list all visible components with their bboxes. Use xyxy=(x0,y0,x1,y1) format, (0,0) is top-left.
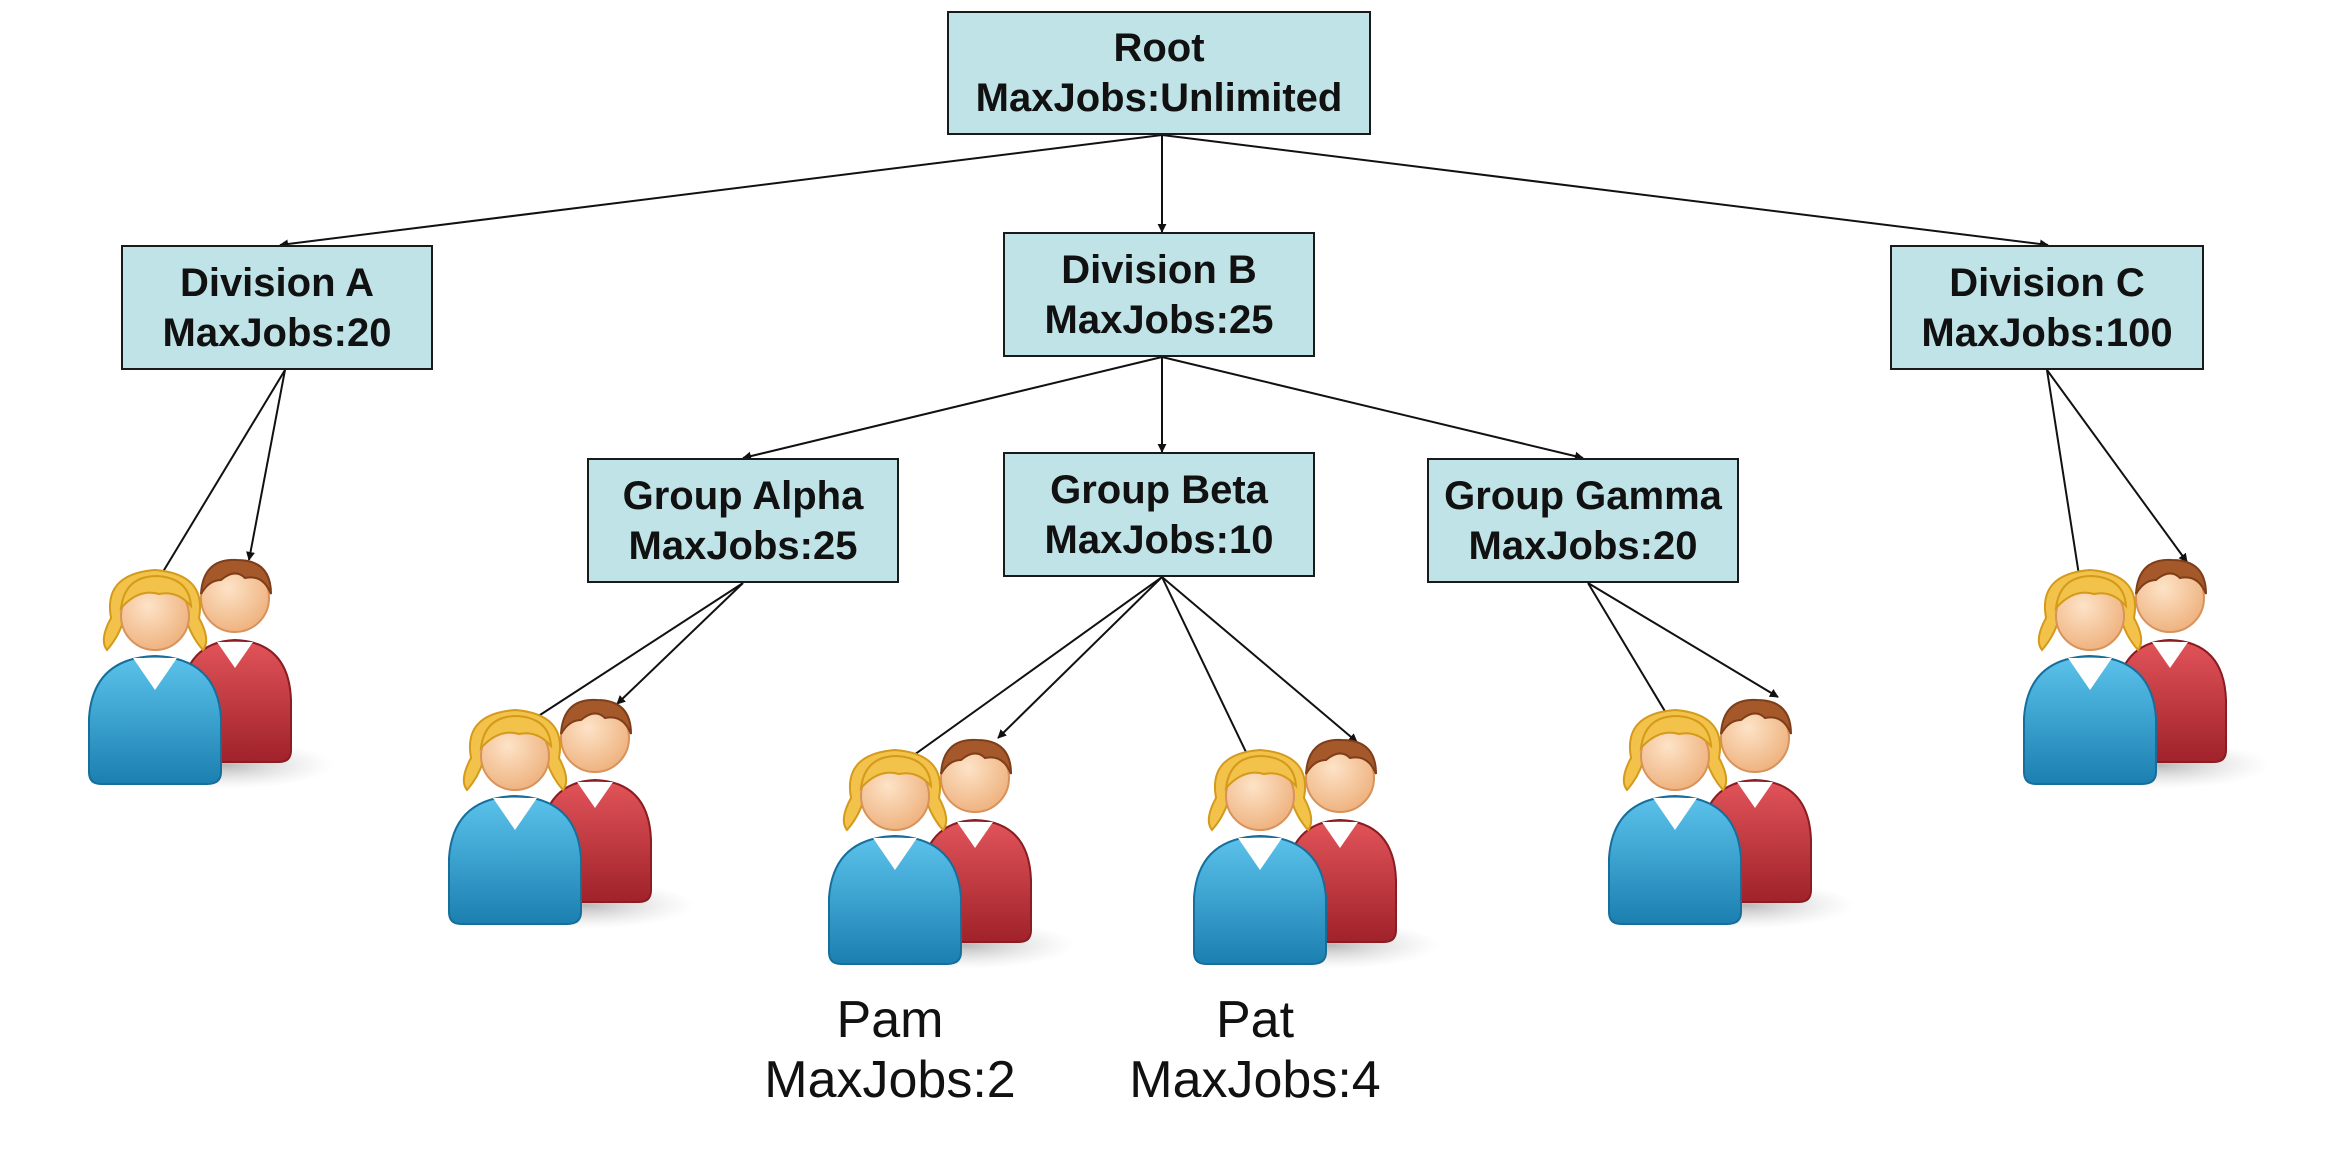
edge-beta-pam-m xyxy=(997,576,1163,739)
node-group-beta: Group Beta MaxJobs:10 xyxy=(1003,452,1315,577)
user-pair-icon xyxy=(448,698,696,930)
node-group-alpha: Group Alpha MaxJobs:25 xyxy=(587,458,899,583)
edge-div-c-user-m xyxy=(2046,369,2188,563)
edge-alpha-user-m xyxy=(616,582,744,705)
user-pair-icon xyxy=(828,738,1076,970)
node-division-c-name: Division C xyxy=(1949,260,2145,305)
edge-gamma-user-m xyxy=(1587,582,1779,698)
node-group-gamma: Group Gamma MaxJobs:20 xyxy=(1427,458,1739,583)
node-group-beta-limit: MaxJobs:10 xyxy=(1044,517,1274,562)
node-group-alpha-name: Group Alpha xyxy=(622,473,864,518)
user-pair-icon xyxy=(1193,738,1441,970)
edge-beta-pam-f xyxy=(899,576,1163,766)
node-division-c: Division C MaxJobs:100 xyxy=(1890,245,2204,370)
node-division-a-name: Division A xyxy=(179,260,375,305)
user-pam-limit: MaxJobs:2 xyxy=(764,1051,1016,1109)
edge-root-div-a xyxy=(279,134,1163,249)
edge-beta-pat-f xyxy=(1161,576,1258,776)
node-division-b: Division B MaxJobs:25 xyxy=(1003,232,1315,357)
node-root-limit: MaxJobs:Unlimited xyxy=(975,76,1343,120)
user-pair-icon xyxy=(2023,558,2271,790)
edge-beta-pat-m xyxy=(1161,576,1358,743)
edge-div-a-user-f xyxy=(154,369,286,586)
user-pam-name: Pam xyxy=(836,991,944,1049)
user-label-pam: Pam MaxJobs:2 xyxy=(740,990,1040,1110)
user-pair-icon xyxy=(1608,698,1856,930)
node-division-c-limit: MaxJobs:100 xyxy=(1921,310,2173,355)
user-pat-name: Pat xyxy=(1215,991,1295,1049)
node-division-b-name: Division B xyxy=(1061,247,1257,292)
user-pair-icon xyxy=(88,558,336,790)
node-group-gamma-name: Group Gamma xyxy=(1444,473,1722,518)
edge-alpha-user-f xyxy=(519,582,744,729)
user-pat-limit: MaxJobs:4 xyxy=(1129,1051,1381,1109)
edge-div-c-user-f xyxy=(2046,369,2085,589)
node-group-gamma-limit: MaxJobs:20 xyxy=(1468,523,1698,568)
node-root: Root MaxJobs:Unlimited xyxy=(947,11,1371,135)
user-label-pat: Pat MaxJobs:4 xyxy=(1105,990,1405,1110)
node-root-name: Root xyxy=(1113,26,1205,70)
edge-root-div-c xyxy=(1161,134,2049,249)
node-division-a-limit: MaxJobs:20 xyxy=(162,310,392,355)
node-group-alpha-limit: MaxJobs:25 xyxy=(628,523,858,568)
node-division-a: Division A MaxJobs:20 xyxy=(121,245,433,370)
edge-gamma-user-f xyxy=(1587,582,1676,729)
edge-div-a-user-m xyxy=(246,369,286,561)
node-division-b-limit: MaxJobs:25 xyxy=(1044,297,1274,342)
edge-div-b-gamma xyxy=(1161,356,1584,461)
edge-div-b-alpha xyxy=(742,356,1163,461)
node-group-beta-name: Group Beta xyxy=(1050,467,1268,512)
